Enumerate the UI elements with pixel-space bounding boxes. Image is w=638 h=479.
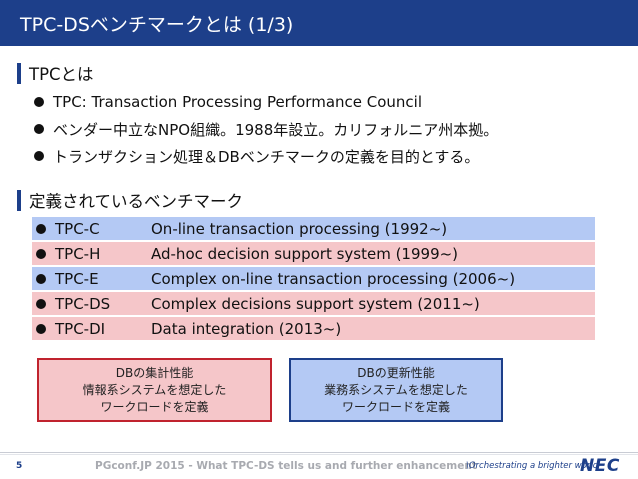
box-line: ワークロードを定義 bbox=[341, 399, 450, 414]
bullet-dot-icon bbox=[36, 223, 46, 234]
bullet-dot-icon bbox=[36, 248, 46, 259]
benchmark-description: Complex decisions support system (2011~) bbox=[151, 294, 480, 313]
bullet-dot-icon bbox=[36, 323, 46, 334]
benchmark-code: TPC-DS bbox=[55, 294, 111, 313]
section-heading-benchmarks: 定義されているベンチマーク bbox=[17, 189, 243, 211]
section-heading-tpc: TPCとは bbox=[17, 62, 94, 84]
bullet-item: トランザクション処理＆DBベンチマークの定義を目的とする。 bbox=[34, 146, 479, 166]
slide-title: TPC-DSベンチマークとは (1/3) bbox=[20, 14, 294, 36]
bullet-item: TPC: Transaction Processing Performance … bbox=[34, 92, 422, 112]
benchmark-row: TPC-H Ad-hoc decision support system (19… bbox=[32, 242, 595, 265]
bullet-dot-icon bbox=[36, 298, 46, 309]
benchmark-code: TPC-E bbox=[55, 269, 99, 288]
heading-bar bbox=[17, 62, 21, 84]
box-line: 業務系システムを想定した bbox=[324, 382, 468, 397]
analytics-workload-box: DBの集計性能 情報系システムを想定した ワークロードを定義 bbox=[37, 358, 272, 422]
box-line: DBの更新性能 bbox=[357, 365, 435, 380]
box-line: DBの集計性能 bbox=[115, 365, 194, 380]
benchmark-description: On-line transaction processing (1992~) bbox=[151, 219, 448, 238]
footer-divider bbox=[0, 452, 638, 453]
benchmark-description: Ad-hoc decision support system (1999~) bbox=[151, 244, 459, 263]
bullet-dot-icon bbox=[34, 124, 44, 134]
bullet-text: TPC: Transaction Processing Performance … bbox=[53, 93, 423, 111]
update-workload-box: DBの更新性能 業務系システムを想定した ワークロードを定義 bbox=[289, 358, 503, 422]
benchmark-description: Complex on-line transaction processing (… bbox=[151, 269, 516, 288]
footer-divider bbox=[0, 454, 638, 455]
benchmark-row: TPC-C On-line transaction processing (19… bbox=[32, 217, 595, 240]
bullet-item: ベンダー中立なNPO組織。1988年設立。カリフォルニア州本拠。 bbox=[34, 119, 498, 139]
heading-bar bbox=[17, 189, 21, 211]
section-heading-text: TPCとは bbox=[29, 65, 94, 84]
section-heading-text: 定義されているベンチマーク bbox=[29, 192, 244, 211]
nec-logo: NEC bbox=[580, 456, 620, 476]
benchmark-row: TPC-DS Complex decisions support system … bbox=[32, 292, 595, 315]
bullet-dot-icon bbox=[34, 97, 44, 107]
bullet-text: ベンダー中立なNPO組織。1988年設立。カリフォルニア州本拠。 bbox=[53, 120, 499, 139]
slogan: \Orchestrating a brighter world bbox=[466, 461, 599, 471]
box-line: ワークロードを定義 bbox=[100, 399, 209, 414]
title-bar: TPC-DSベンチマークとは (1/3) bbox=[0, 0, 638, 46]
bullet-text: トランザクション処理＆DBベンチマークの定義を目的とする。 bbox=[53, 147, 480, 166]
benchmark-description: Data integration (2013~) bbox=[151, 319, 342, 338]
bullet-dot-icon bbox=[36, 273, 46, 284]
benchmark-code: TPC-DI bbox=[55, 319, 106, 338]
bullet-dot-icon bbox=[34, 151, 44, 161]
benchmark-row: TPC-E Complex on-line transaction proces… bbox=[32, 267, 595, 290]
benchmark-code: TPC-C bbox=[55, 219, 100, 238]
box-line: 情報系システムを想定した bbox=[82, 382, 227, 397]
footer-text: PGconf.JP 2015 - What TPC-DS tells us an… bbox=[95, 460, 477, 472]
page-number: 5 bbox=[16, 461, 23, 471]
benchmark-row: TPC-DI Data integration (2013~) bbox=[32, 317, 595, 340]
benchmark-code: TPC-H bbox=[55, 244, 101, 263]
